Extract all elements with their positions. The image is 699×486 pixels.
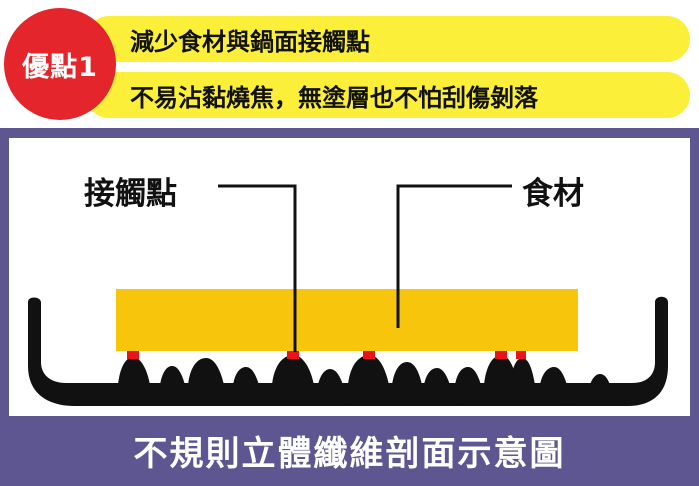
diagram-caption: 不規則立體纖維剖面示意圖 <box>133 433 566 474</box>
food-leader-line <box>396 184 512 328</box>
benefit-text-1: 減少食材與鍋面接觸點 <box>130 27 370 56</box>
contact-points <box>127 351 526 359</box>
pan-body <box>28 296 668 406</box>
badge-text: 優點1 <box>22 51 98 83</box>
contact-point <box>363 351 375 359</box>
fiber-bumps <box>60 355 610 406</box>
contact-point <box>516 351 526 359</box>
contact-point <box>495 351 507 359</box>
contact-point <box>287 351 299 359</box>
food-label: 食材 <box>522 176 584 212</box>
advantage-badge: 優點1 <box>4 8 116 120</box>
contact-leader-line <box>218 184 297 352</box>
benefit-bar-2: 不易沾黏燒焦，無塗層也不怕刮傷剝落 <box>86 72 690 118</box>
food-block <box>116 289 578 351</box>
contact-point-label: 接觸點 <box>84 176 177 212</box>
contact-point <box>127 351 139 359</box>
benefit-bar-1: 減少食材與鍋面接觸點 <box>86 16 690 62</box>
benefit-text-2: 不易沾黏燒焦，無塗層也不怕刮傷剝落 <box>130 83 538 112</box>
